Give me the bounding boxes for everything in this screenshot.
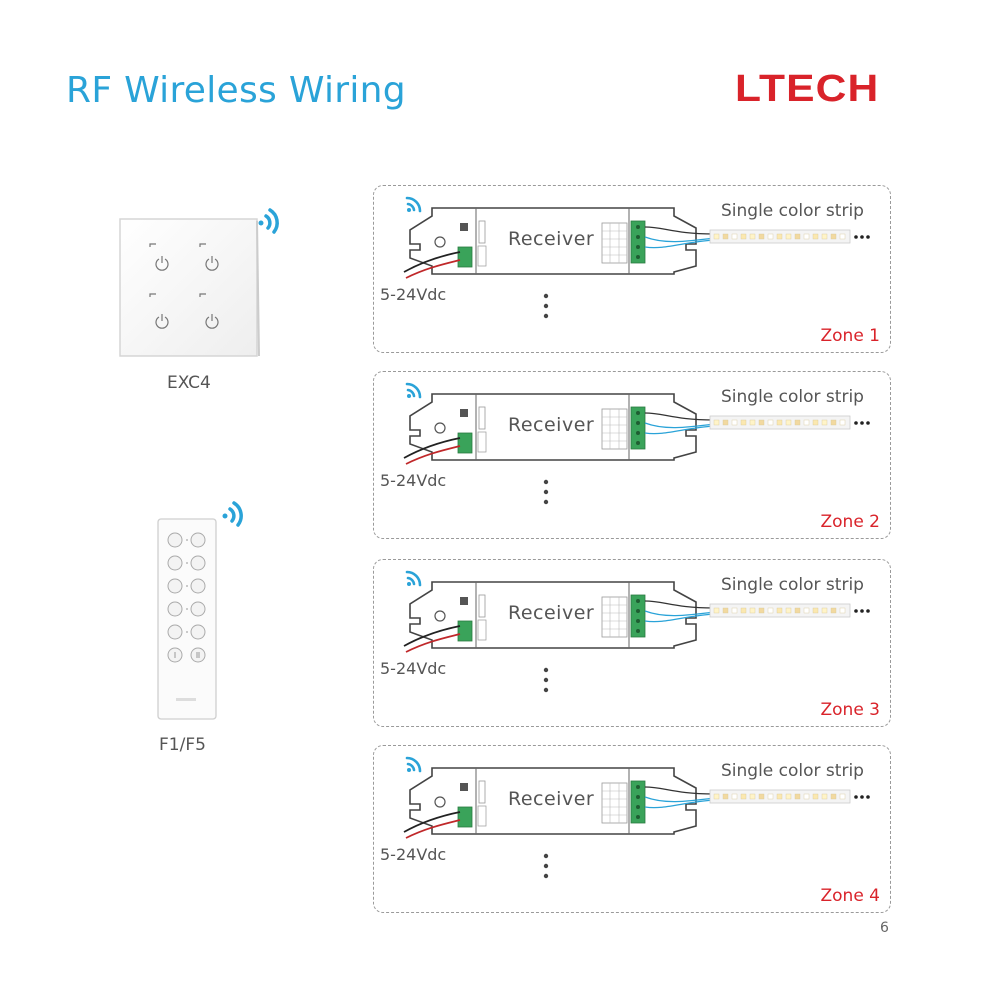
power-wire-red [405,633,461,653]
wifi-signal-icon [405,382,422,399]
strip-continuation-dots [854,421,870,425]
power-wire-red [405,259,461,279]
power-label: 5-24Vdc [380,845,447,864]
wifi-signal-icon [258,208,279,234]
exc4-label: EXC4 [167,373,211,393]
exc4-buttons[interactable] [149,243,219,329]
more-receivers-dots [543,479,549,505]
receiver-label: Receiver [508,788,595,810]
more-receivers-dots [543,853,549,879]
wifi-signal-icon [405,570,422,587]
more-receivers-dots [543,667,549,693]
f1-f5-remote [157,501,243,720]
power-wire-black [403,811,461,833]
wifi-signal-icon [405,196,422,213]
strip-continuation-dots [854,235,870,239]
power-label: 5-24Vdc [380,471,447,490]
zone-label: Zone 2 [820,512,881,532]
power-icon [155,314,169,329]
power-wire-black [403,437,461,459]
brand-logo: LTECH [735,68,880,110]
power-label: 5-24Vdc [380,659,447,678]
receiver-label: Receiver [508,602,595,624]
zone-label: Zone 3 [820,700,881,720]
remote-buttons[interactable] [167,532,206,663]
power-wire-black [403,251,461,273]
zone-label: Zone 1 [820,326,881,346]
receiver-label: Receiver [508,414,595,436]
power-wire-black [403,625,461,647]
power-wire-red [405,445,461,465]
receiver-label: Receiver [508,228,595,250]
power-icon [205,256,219,271]
power-icon [205,314,219,329]
page-title: RF Wireless Wiring [66,70,406,111]
zone-label: Zone 4 [820,886,881,906]
wifi-signal-icon [405,756,422,773]
more-receivers-dots [543,293,549,319]
strip-label: Single color strip [721,761,864,781]
exc4-panel [119,208,279,357]
strip-label: Single color strip [721,387,864,407]
power-icon [155,256,169,271]
strip-continuation-dots [854,795,870,799]
strip-label: Single color strip [721,575,864,595]
page-number: 6 [880,920,889,936]
strip-continuation-dots [854,609,870,613]
f1-f5-label: F1/F5 [159,735,206,755]
strip-label: Single color strip [721,201,864,221]
power-label: 5-24Vdc [380,285,447,304]
wifi-signal-icon [222,501,243,527]
power-wire-red [405,819,461,839]
